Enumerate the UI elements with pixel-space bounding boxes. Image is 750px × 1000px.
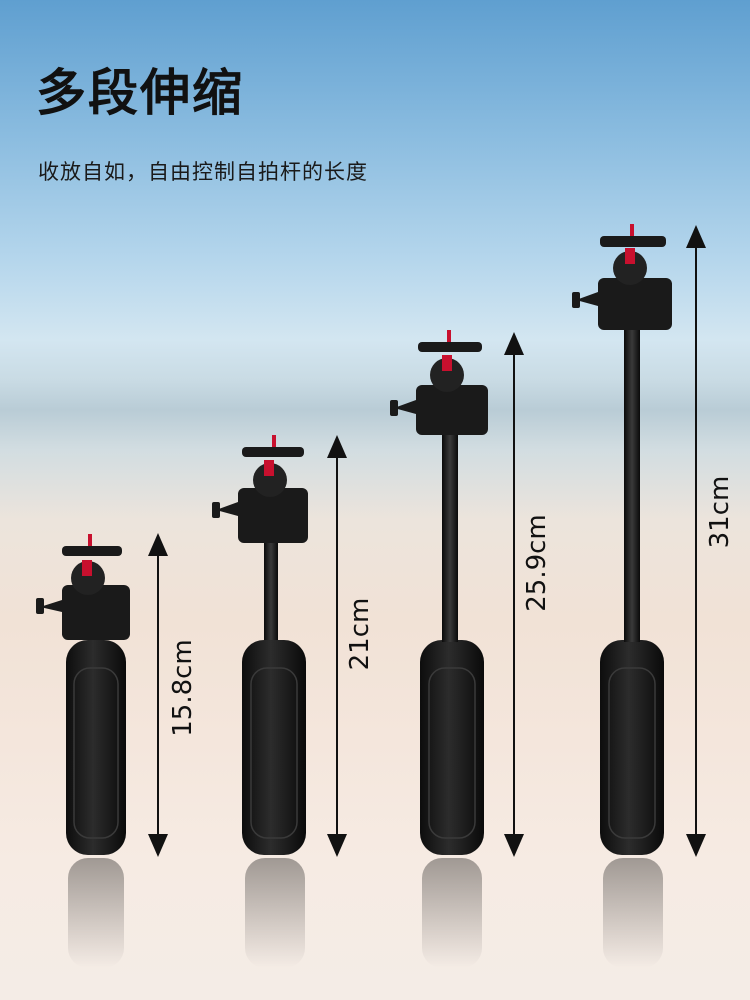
mount-plate: [242, 447, 304, 457]
lock-knob: [216, 502, 238, 516]
stick-reflection: [68, 858, 124, 968]
stick-reflection: [422, 858, 482, 968]
mount-screw: [272, 435, 276, 447]
red-collar: [82, 560, 92, 576]
selfie-stick-2: [212, 435, 308, 968]
mount-plate: [600, 236, 666, 247]
ball-head-mount: [416, 385, 488, 435]
stick-grip: [242, 640, 306, 855]
ball-head-mount: [238, 488, 308, 543]
grip-texture: [428, 667, 476, 839]
red-collar: [442, 355, 452, 371]
stick-reflection: [603, 858, 663, 968]
red-collar: [264, 460, 274, 476]
ball-head: [71, 561, 105, 595]
red-collar: [625, 248, 635, 264]
length-label-3: 25.9cm: [522, 514, 552, 612]
stick-grip: [66, 640, 126, 855]
length-label-4: 31cm: [705, 475, 735, 549]
dimension-arrow-2: [327, 435, 347, 857]
stick-grip: [420, 640, 484, 855]
grip-texture: [73, 667, 119, 839]
page-title: 多段伸缩: [36, 64, 244, 122]
mount-screw: [630, 224, 634, 236]
selfie-stick-1: [36, 534, 130, 968]
length-label-1: 15.8cm: [168, 639, 198, 737]
ball-head-mount: [598, 278, 672, 330]
stick-reflection: [245, 858, 305, 968]
lock-knob: [394, 400, 416, 414]
mount-plate: [62, 546, 122, 556]
lock-knob: [40, 600, 62, 612]
ball-head-mount: [62, 585, 130, 640]
ball-head: [253, 463, 287, 497]
dimension-arrow-1: [148, 533, 168, 857]
telescopic-pole: [442, 432, 458, 642]
selfie-stick-3: [390, 330, 488, 968]
telescopic-pole: [264, 540, 278, 640]
length-label-2: 21cm: [345, 597, 375, 671]
mount-plate: [418, 342, 482, 352]
dimension-arrow-3: [504, 332, 524, 857]
grip-texture: [608, 667, 656, 839]
stick-grip: [600, 640, 664, 855]
dimension-arrow-4: [686, 225, 706, 857]
ball-head: [430, 358, 464, 392]
page-subtitle: 收放自如，自由控制自拍杆的长度: [38, 160, 368, 184]
mount-screw: [447, 330, 451, 342]
grip-texture: [250, 667, 298, 839]
ball-head: [613, 251, 647, 285]
mount-screw: [88, 534, 92, 546]
lock-knob: [576, 292, 598, 306]
selfie-stick-4: [572, 224, 672, 968]
telescopic-pole: [624, 326, 640, 642]
